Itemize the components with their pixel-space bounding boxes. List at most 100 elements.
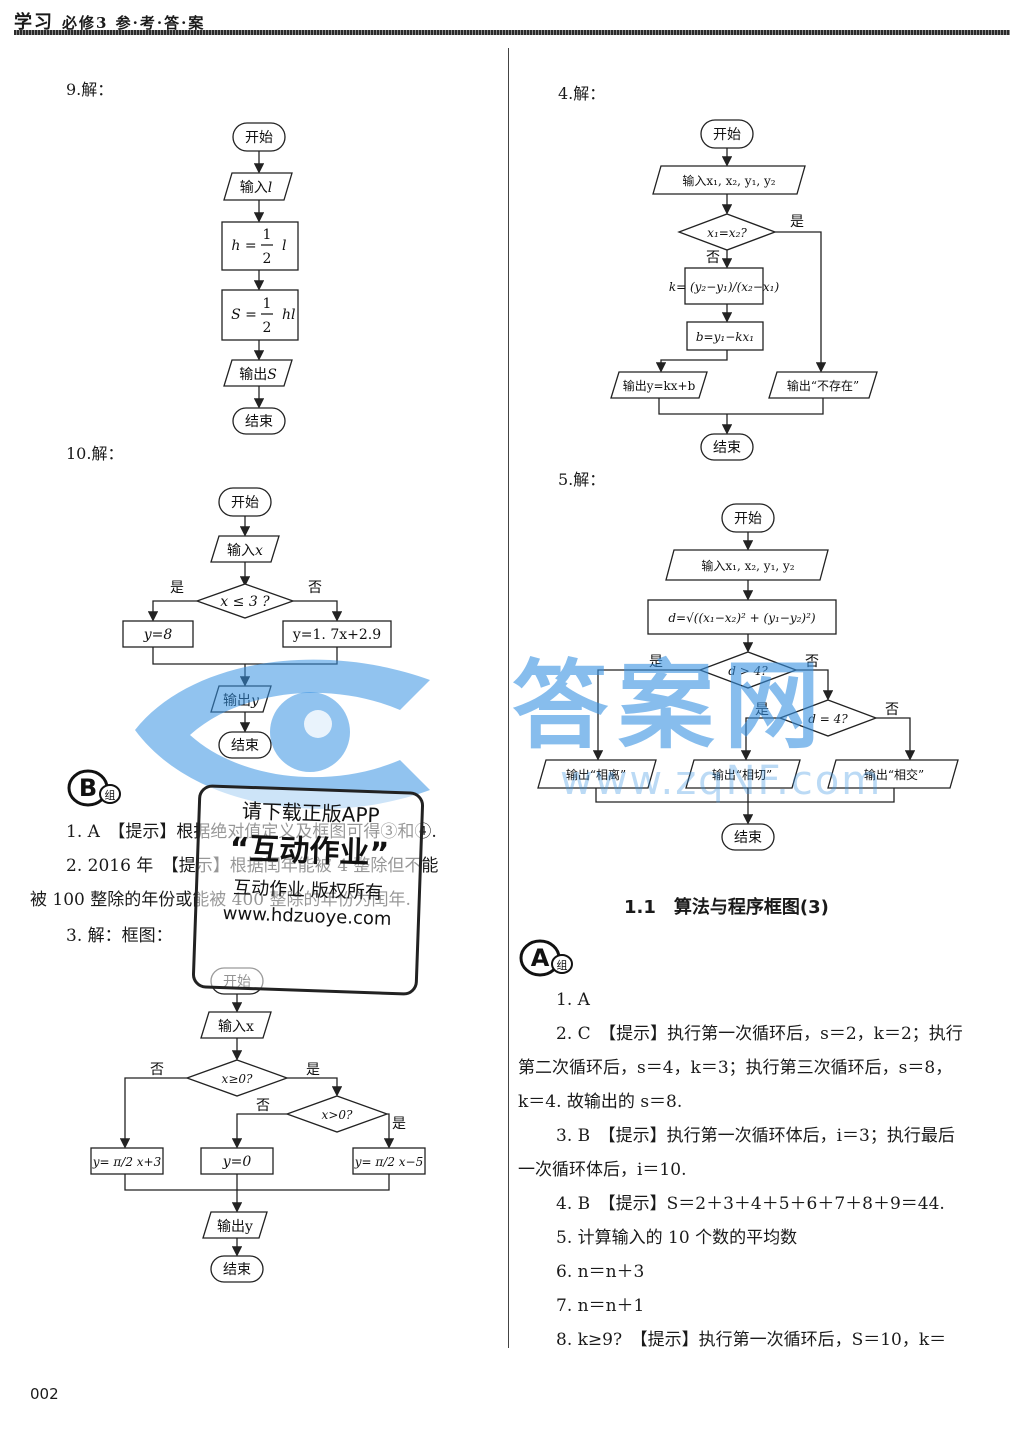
q10-yes-box-text: y=8 [143, 627, 173, 643]
q9-label: 9.解： [66, 80, 114, 99]
q10-input-text: 输入 [227, 543, 255, 559]
q5-out3-box [827, 759, 959, 789]
q10-input-var: x [255, 543, 263, 559]
b3-right-box-text: y= π/2 x−5 [354, 1155, 423, 1169]
column-divider [508, 48, 509, 1348]
q10-yes-label: 是 [170, 580, 184, 596]
q4-b-box-text: b=y₁−kx₁ [696, 330, 754, 344]
q10-condition-diamond [195, 583, 295, 619]
q5-cond1-text: d > 4? [728, 664, 768, 678]
q9-h-lhs: h = [231, 238, 256, 254]
q10-input-box [210, 535, 280, 563]
q5-end-text: 结束 [734, 830, 762, 846]
q9-input-var: l [268, 180, 272, 196]
q5-d-box [647, 599, 837, 635]
q5-out2-box [685, 759, 801, 789]
q5-start-text: 开始 [734, 511, 762, 527]
q4-label: 4.解： [558, 84, 606, 103]
svg-text:输入l: 输入l [240, 180, 272, 196]
q4-flowchart: 开始 输入x₁, x₂, y₁, y₂ x₁=x₂? 是 否 k= (y₂−y₁… [610, 119, 878, 461]
q9-output-var: S [267, 367, 277, 383]
q4-out-left-box [610, 371, 708, 399]
q10-flowchart: 开始 输入x x ≤ 3 ? 是 否 y=8 y=1. 7x+2.9 输出y 结… [122, 487, 392, 759]
group-a-letter: A [531, 944, 550, 972]
b3-input-text: 输入x [218, 1019, 254, 1035]
b3-cond1-yes: 是 [306, 1062, 320, 1078]
q10-output-text: 输出 [223, 693, 251, 709]
q9-s-den: 2 [263, 320, 272, 336]
b3-mid-box [200, 1147, 274, 1175]
b-answer-3: 3. 解：框图： [66, 926, 173, 946]
q5-out2-text: 输出“相切” [712, 767, 772, 782]
group-a-sub: 组 [557, 958, 568, 972]
a-answer-5: 5. 计算输入的 10 个数的平均数 [556, 1228, 798, 1248]
q9-h-var: l [282, 238, 286, 254]
q4-input-box [652, 165, 806, 195]
q5-d-box-text: d=√((x₁−x₂)² + (y₁−y₂)²) [668, 611, 816, 625]
q9-end-text: 结束 [245, 414, 273, 430]
q9-input-text: 输入 [240, 180, 268, 196]
q4-out-right-text: 输出“不存在” [787, 378, 859, 393]
q5-out1-text: 输出“相离” [566, 767, 626, 782]
stamp-line-3: 互动作业 版权所有 [232, 877, 384, 904]
b3-cond1-no: 否 [150, 1062, 164, 1078]
header-rule [14, 30, 1010, 35]
q10-no-label: 否 [308, 580, 322, 596]
a-answer-3-cont: 一次循环体后，i＝10. [518, 1160, 687, 1180]
q4-yes-label: 是 [790, 214, 804, 230]
q9-h-box [221, 221, 299, 271]
watermark-url: www.zqNF.com [560, 758, 883, 804]
q10-yes-box [122, 620, 194, 648]
q5-label: 5.解： [558, 470, 606, 489]
q10-no-box [282, 620, 392, 648]
a-answer-4: 4. B 【提示】S＝2＋3＋4＋5＋6＋7＋8＋9＝44. [556, 1194, 945, 1214]
q9-flowchart: 开始 输入l h = 1 2 l S = 1 2 hl 输出S 结束 [221, 122, 299, 435]
q9-s-box [221, 289, 299, 341]
q4-no-label: 否 [706, 250, 720, 266]
b3-left-box [90, 1147, 164, 1175]
page-number: 002 [30, 1385, 59, 1403]
b3-output-box [202, 1211, 268, 1239]
copyright-stamp: 请下载正版APP “互动作业” 互动作业 版权所有 www.hdzuoye.co… [191, 784, 425, 996]
b3-left-box-text: y= π/2 x+3 [92, 1155, 162, 1169]
q9-h-den: 2 [263, 251, 272, 267]
watermark-logo-text: 答案网 [512, 650, 830, 762]
q4-k-box-text: k= (y₂−y₁)/(x₂−x₁) [669, 280, 780, 294]
a-answer-2-cont: 第二次循环后，s＝4，k＝3；执行第三次循环后，s＝8， [518, 1058, 953, 1078]
stamp-line-4: www.hdzuoye.com [222, 903, 392, 930]
group-b-sub: 组 [105, 788, 116, 802]
q5-end-terminal [721, 823, 775, 851]
q4-start-text: 开始 [713, 127, 741, 143]
stamp-line-2: “互动作业” [229, 831, 390, 872]
q4-out-left-text: 输出y=kx+b [623, 378, 696, 393]
svg-text:输入x: 输入x [227, 543, 263, 559]
q5-out3-text: 输出“相交” [864, 767, 924, 782]
svg-text:输出S: 输出S [239, 367, 277, 383]
q5-input-text: 输入x₁, x₂, y₁, y₂ [701, 558, 794, 573]
group-a-badge: A 组 [519, 939, 573, 977]
b3-input-box [200, 1011, 272, 1039]
header-brand: 学习 [14, 12, 54, 33]
q4-b-box [686, 321, 764, 351]
b3-cond2-no: 否 [256, 1098, 270, 1114]
q10-output-var: y [250, 693, 260, 709]
q5-input-box [665, 549, 829, 581]
q5-cond1-no: 否 [805, 654, 819, 670]
q10-end-text: 结束 [231, 738, 259, 754]
q10-condition-text: x ≤ 3 ? [220, 594, 270, 610]
a-answer-2-cont2: k＝4. 故输出的 s＝8. [518, 1092, 683, 1112]
b3-cond1-text: x≥0? [222, 1072, 253, 1086]
q9-s-lhs: S = [231, 307, 257, 323]
group-b-badge: B 组 [67, 769, 121, 807]
q5-cond2-no: 否 [885, 702, 899, 718]
q9-output-text: 输出 [239, 367, 267, 383]
q9-start-text: 开始 [245, 130, 273, 146]
q10-label: 10.解： [66, 444, 124, 463]
q10-no-box-text: y=1. 7x+2.9 [292, 627, 381, 643]
q5-flowchart: 开始 输入x₁, x₂, y₁, y₂ d=√((x₁−x₂)² + (y₁−y… [537, 503, 959, 851]
q9-h-num: 1 [263, 227, 272, 243]
b3-flowchart: 开始 输入x x≥0? 否 是 x>0? 否 是 y= π/2 x+3 y=0 … [90, 967, 426, 1283]
b3-cond1-diamond [185, 1059, 289, 1097]
b3-end-text: 结束 [223, 1262, 251, 1278]
q5-out1-box [537, 759, 657, 789]
